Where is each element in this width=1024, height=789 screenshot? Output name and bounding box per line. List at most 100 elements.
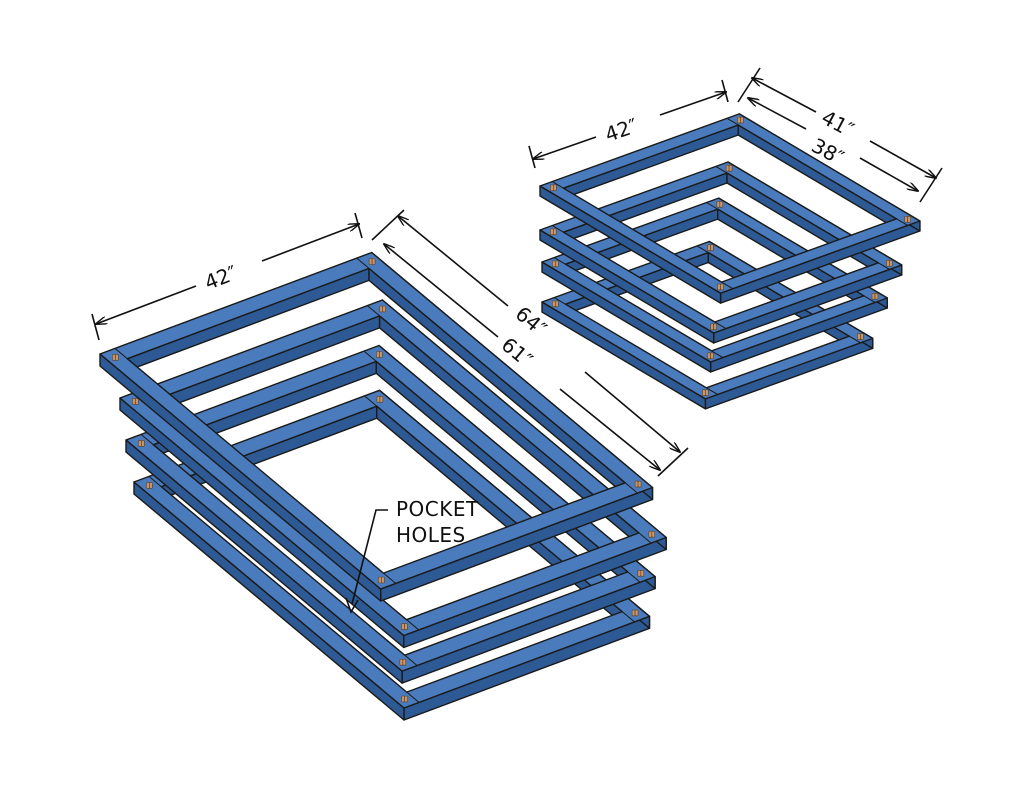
pocket-hole [725,164,730,172]
frame-right-2 [539,161,903,344]
pocket-hole [551,300,556,308]
pocket-hole [701,389,706,397]
pocket-hole [141,440,145,447]
rail-seam [553,297,566,305]
rail-seam [406,619,420,631]
rail-seam [726,117,739,126]
pocket-hole [146,482,150,489]
pocket-hole [381,576,385,584]
pocket-hole [112,354,116,361]
pocket-hole [904,216,908,223]
frame-left-1 [99,251,654,602]
rail-seam [551,181,564,189]
rail-seam [627,571,641,583]
pocket-hole [651,530,656,538]
rail-seam [363,350,377,362]
pocket-hole [710,323,714,331]
pocket-hole [399,658,404,666]
pocket-hole [634,480,639,488]
pocket-hole [554,300,559,308]
callout-line-1: POCKET [396,497,479,521]
pocket-hole [554,260,559,268]
rail-seam [621,611,635,623]
pocket-hole [549,228,554,236]
pocket-hole [401,695,405,703]
pocket-hole [871,292,876,300]
pocket-hole [371,258,376,265]
frame-top-face [125,344,656,672]
pocket-hole [149,482,153,489]
pocket-hole [889,259,893,267]
pocket-hole [886,259,890,267]
rail-seam [406,691,420,703]
rail-seam [356,257,370,269]
rail-seam [140,434,154,446]
pocket-hole [382,305,387,313]
frame-top-face [133,389,651,709]
pocket-hole [634,609,639,617]
pocket-hole [551,260,556,268]
pocket-hole [713,323,717,331]
rail-seam [638,532,652,544]
pocket-hole [707,244,711,251]
pocket-hole [637,569,642,577]
rail-seam [383,572,397,584]
pocket-hole [637,480,642,488]
pocket-hole [368,258,373,265]
pocket-hole [728,164,733,172]
rail-seam [721,281,734,290]
pocket-hole [631,609,636,617]
pocket-hole [404,695,408,703]
left-width-label: 42″ [201,260,240,294]
rail-seam [114,348,128,360]
rail-seam [706,202,718,210]
rail-seam [696,245,709,253]
pocket-hole [716,201,721,208]
pocket-hole [860,333,864,340]
right-frame-stack [539,113,921,410]
rail-seam [624,482,638,494]
callout-line-2: HOLES [396,523,466,547]
pocket-hole [135,398,139,405]
pocket-hole [402,658,407,666]
pocket-hole [132,398,136,405]
pocket-holes-callout: POCKET HOLES [345,497,479,614]
pocket-hole [874,292,879,300]
pocket-hole [115,354,119,361]
pocket-hole [737,116,741,124]
pocket-hole [379,305,384,313]
callout-arrowhead [345,597,359,614]
pocket-hole [710,244,714,251]
pocket-hole [138,440,142,447]
pocket-hole [907,216,911,223]
rail-seam [364,395,378,407]
callout-leader-line [351,509,388,605]
pocket-hole [404,623,408,630]
rail-seam [367,305,380,317]
rail-seam [551,225,564,233]
pocket-hole [379,351,383,358]
pocket-hole [379,395,384,403]
rail-seam [715,165,728,174]
pocket-hole [720,283,724,291]
right-width-label: 42″ [602,113,641,146]
pocket-hole [740,116,744,124]
pocket-hole [552,228,557,236]
pocket-hole [552,184,557,192]
rail-seam [878,262,890,270]
rail-seam [148,476,162,488]
pocket-hole [857,333,861,340]
pocket-hole [378,576,382,584]
pocket-hole [707,352,711,360]
rail-seam [714,321,727,330]
pocket-hole [717,283,721,291]
frame-left-2 [119,299,667,649]
rail-seam [706,387,718,395]
left-frame-stack [99,251,667,721]
pocket-hole [549,184,554,192]
frame-top-face [539,161,903,334]
pocket-hole [710,352,714,360]
rail-seam [711,350,724,358]
